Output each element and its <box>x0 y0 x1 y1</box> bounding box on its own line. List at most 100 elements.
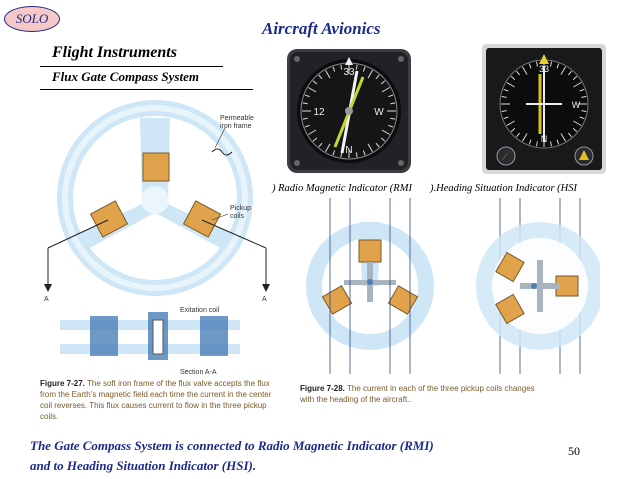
label-a-right: A <box>262 296 267 303</box>
compass-tick <box>501 96 507 98</box>
label-pickup: Pickup <box>230 205 251 212</box>
compass-tick <box>522 133 528 142</box>
summary-text: The Gate Compass System is connected to … <box>30 436 560 476</box>
compass-tick <box>302 117 308 120</box>
slide-title: Flight Instruments <box>52 44 177 61</box>
compass-tick <box>355 152 358 158</box>
compass-tick <box>325 70 331 79</box>
compass-tick <box>390 117 396 120</box>
compass-tick <box>528 139 532 145</box>
hsi-instrument-image: 33 N W <box>482 44 606 174</box>
figure-7-27-caption: Figure 7-27. The soft iron frame of the … <box>40 378 290 422</box>
compass-tick <box>362 66 366 72</box>
compass-tick <box>579 116 585 120</box>
compass-tick <box>312 80 318 85</box>
caption-7-28-line: with the heading of the aircraft.. <box>300 395 412 404</box>
svg-text:33: 33 <box>343 67 355 78</box>
pickup-current-diagram <box>306 198 600 374</box>
compass-tick <box>556 139 560 145</box>
summary-line: and to Heading Situation Indicator (HSI)… <box>30 458 257 473</box>
compass-tick <box>308 129 317 135</box>
compass-tick <box>536 141 538 147</box>
summary-line: The Gate Compass System is connected to … <box>30 438 434 453</box>
compass-tick <box>579 88 585 92</box>
compass-tick <box>388 124 394 128</box>
compass-tick <box>304 94 310 98</box>
figure-7-28-label: Figure 7-28. <box>300 384 345 393</box>
caption-7-27-line: The soft iron frame of the flux valve ac… <box>86 379 270 388</box>
compass-tick <box>318 142 323 148</box>
slide-subtitle: Flux Gate Compass System <box>52 69 199 84</box>
flux-valve-diagram: Permeable iron frame Pickup coils A A Ex… <box>44 100 270 376</box>
compass-tick <box>573 82 582 88</box>
svg-text:W: W <box>374 107 384 118</box>
compass-tick <box>515 70 520 76</box>
compass-tick <box>312 137 318 142</box>
compass-tick <box>380 137 386 142</box>
compass-tick <box>556 63 560 69</box>
compass-tick <box>390 102 396 105</box>
title-underline <box>40 66 223 67</box>
caption-7-27-line: coil reverses. This flux causes current … <box>40 401 267 410</box>
figure-7-27-label: Figure 7-27. <box>40 379 85 388</box>
compass-tick <box>572 128 578 133</box>
header-title: Aircraft Avionics <box>262 19 381 38</box>
compass-tick <box>560 133 566 142</box>
rmi-caption: ) Radio Magnetic Indicator (RMI <box>272 183 412 194</box>
compass-tick <box>560 66 566 75</box>
compass-tick <box>503 88 509 92</box>
caption-7-27-line: coils. <box>40 412 59 421</box>
compass-tick <box>355 64 358 70</box>
compass-tick <box>581 96 587 98</box>
page-number: 50 <box>568 444 580 458</box>
compass-tick <box>375 74 380 80</box>
compass-tick <box>302 102 308 105</box>
compass-tick <box>381 129 390 135</box>
compass-tick <box>325 143 331 152</box>
svg-text:W: W <box>572 100 581 110</box>
label-a-left: A <box>44 296 49 303</box>
compass-tick <box>568 132 573 138</box>
compass-tick <box>503 116 509 120</box>
svg-text:12: 12 <box>313 107 325 118</box>
compass-tick <box>572 75 578 80</box>
compass-tick <box>510 128 516 133</box>
caption-7-27-line: from the Earth's magnetic field each tim… <box>40 390 272 399</box>
compass-tick <box>367 143 373 152</box>
compass-tick <box>581 110 587 112</box>
rmi-instrument-image: 33 W N 12 <box>287 49 411 173</box>
hsi-caption: ).Heading Situation Indicator (HSI <box>430 183 577 194</box>
compass-tick <box>550 141 552 147</box>
caption-7-28-line: The current in each of the three pickup … <box>346 384 535 393</box>
compass-tick <box>550 61 552 67</box>
compass-tick <box>501 110 507 112</box>
compass-tick <box>568 70 573 76</box>
label-permeable: Permeable <box>220 115 254 122</box>
compass-tick <box>362 150 366 156</box>
compass-tick <box>332 66 336 72</box>
compass-tick <box>381 87 390 93</box>
solo-badge: SOLO <box>4 6 60 32</box>
compass-tick <box>536 61 538 67</box>
figure-7-28-caption: Figure 7-28. The current in each of the … <box>300 383 600 405</box>
compass-tick <box>308 87 317 93</box>
compass-tick <box>380 80 386 85</box>
label-excitation-coil: Exitation coil <box>180 307 220 314</box>
flux-valve-heading-north <box>306 222 434 350</box>
compass-tick <box>506 82 515 88</box>
compass-tick <box>332 150 336 156</box>
compass-tick <box>340 64 343 70</box>
label-coils: coils <box>230 213 245 220</box>
compass-tick <box>528 63 532 69</box>
compass-tick <box>304 124 310 128</box>
compass-tick <box>318 74 323 80</box>
compass-tick <box>367 70 373 79</box>
label-iron-frame: iron frame <box>220 123 252 130</box>
svg-text:N: N <box>345 145 352 156</box>
compass-tick <box>522 66 528 75</box>
label-section: Section A-A <box>180 369 217 376</box>
flux-valve-heading-east <box>476 222 600 350</box>
compass-tick <box>515 132 520 138</box>
compass-tick <box>510 75 516 80</box>
compass-tick <box>340 152 343 158</box>
